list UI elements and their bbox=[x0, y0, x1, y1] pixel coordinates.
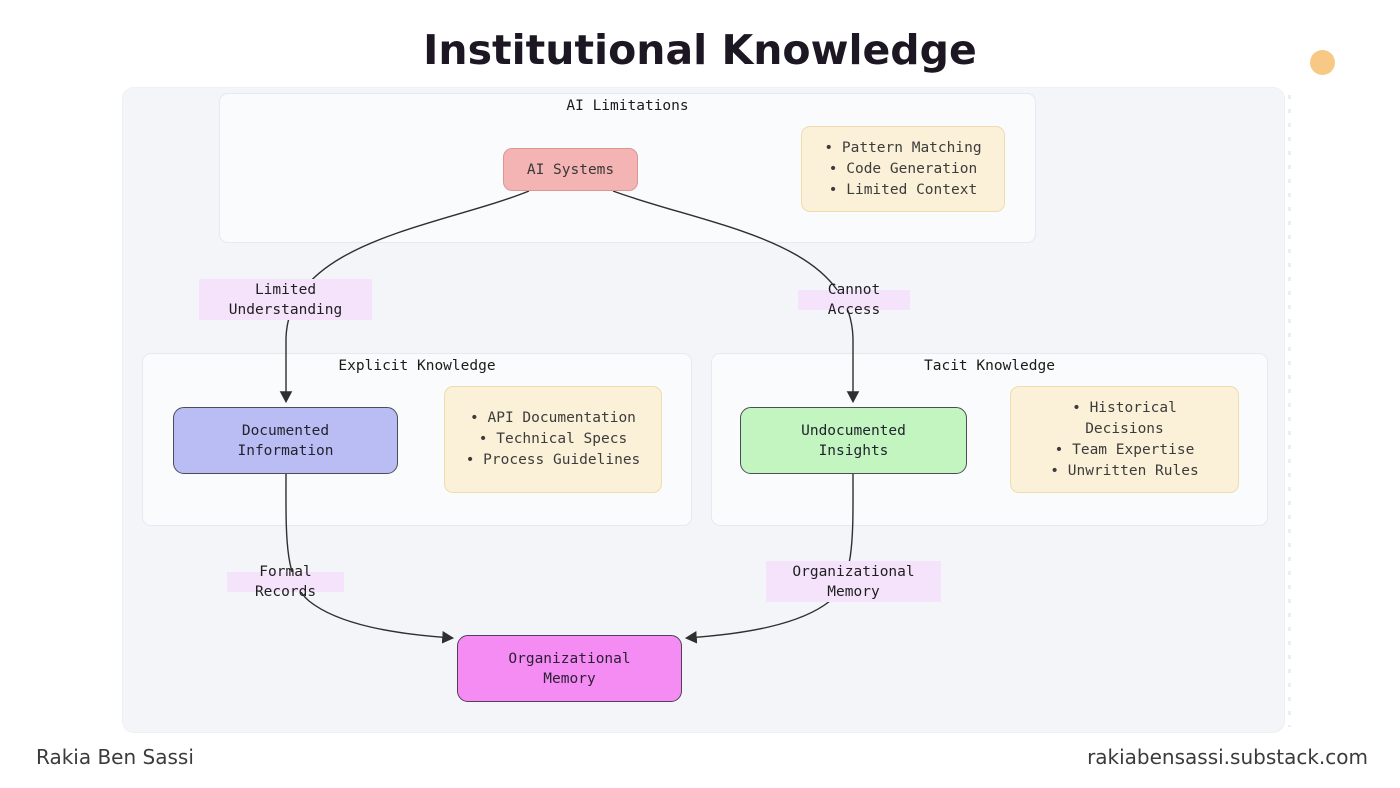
group-label-ai-limitations: AI Limitations bbox=[566, 98, 689, 114]
list-item: • Process Guidelines bbox=[465, 452, 641, 468]
list-item: • API Documentation bbox=[470, 410, 636, 426]
footer-author: Rakia Ben Sassi bbox=[36, 745, 194, 769]
edge-label-limited-understanding-text: Limited Understanding bbox=[228, 281, 343, 318]
list-item: • Team Expertise bbox=[1054, 441, 1195, 458]
edge-label-formal-records: Formal Records bbox=[227, 564, 344, 600]
footer-site-url: rakiabensassi.substack.com bbox=[1087, 745, 1368, 769]
group-label-explicit-knowledge: Explicit Knowledge bbox=[338, 358, 496, 374]
list-item: • Limited Context bbox=[828, 181, 978, 198]
list-explicit-knowledge-items: • API Documentation • Technical Specs • Pr… bbox=[466, 408, 641, 471]
list-ai-limitations: • Pattern Matching • Code Generation • Lim… bbox=[801, 126, 1005, 212]
node-undocumented-insights: Undocumented Insights bbox=[740, 407, 967, 474]
group-label-tacit-knowledge: Tacit Knowledge bbox=[924, 358, 1055, 374]
node-documented-information: Documented Information bbox=[173, 407, 398, 474]
edge-label-organizational-memory: Organizational Memory bbox=[766, 561, 941, 602]
edge-label-formal-records-text: Formal Records bbox=[254, 564, 317, 600]
edge-label-cannot-access: Cannot Access bbox=[798, 282, 910, 318]
list-ai-limitations-items: • Pattern Matching • Code Generation • Lim… bbox=[824, 138, 981, 201]
panel-right-tick-marks bbox=[1288, 95, 1291, 727]
node-organizational-memory-label: Organizational Memory bbox=[508, 650, 631, 687]
page-title: Institutional Knowledge bbox=[423, 26, 977, 74]
node-documented-information-label: Documented Information bbox=[237, 422, 334, 459]
list-item: • Technical Specs bbox=[478, 431, 628, 447]
list-item: • Code Generation bbox=[828, 160, 978, 177]
diagram-panel: AI Limitations Explicit Knowledge Tacit … bbox=[122, 87, 1285, 733]
list-explicit-knowledge: • API Documentation • Technical Specs • Pr… bbox=[444, 386, 662, 493]
list-item: • Pattern Matching bbox=[824, 139, 982, 156]
list-tacit-knowledge: • Historical Decisions • Team Expertise • … bbox=[1010, 386, 1239, 493]
brand-dot-icon bbox=[1310, 50, 1335, 75]
edge-label-limited-understanding: Limited Understanding bbox=[199, 279, 372, 320]
node-ai-systems: AI Systems bbox=[503, 148, 638, 191]
node-organizational-memory: Organizational Memory bbox=[457, 635, 682, 702]
edge-label-cannot-access-text: Cannot Access bbox=[827, 282, 881, 318]
node-ai-systems-label: AI Systems bbox=[526, 161, 615, 178]
node-undocumented-insights-label: Undocumented Insights bbox=[801, 422, 906, 459]
list-item: • Historical Decisions bbox=[1072, 399, 1177, 437]
list-tacit-knowledge-items: • Historical Decisions • Team Expertise • … bbox=[1045, 398, 1205, 482]
edge-label-organizational-memory-text: Organizational Memory bbox=[792, 563, 915, 600]
list-item: • Unwritten Rules bbox=[1050, 462, 1199, 479]
